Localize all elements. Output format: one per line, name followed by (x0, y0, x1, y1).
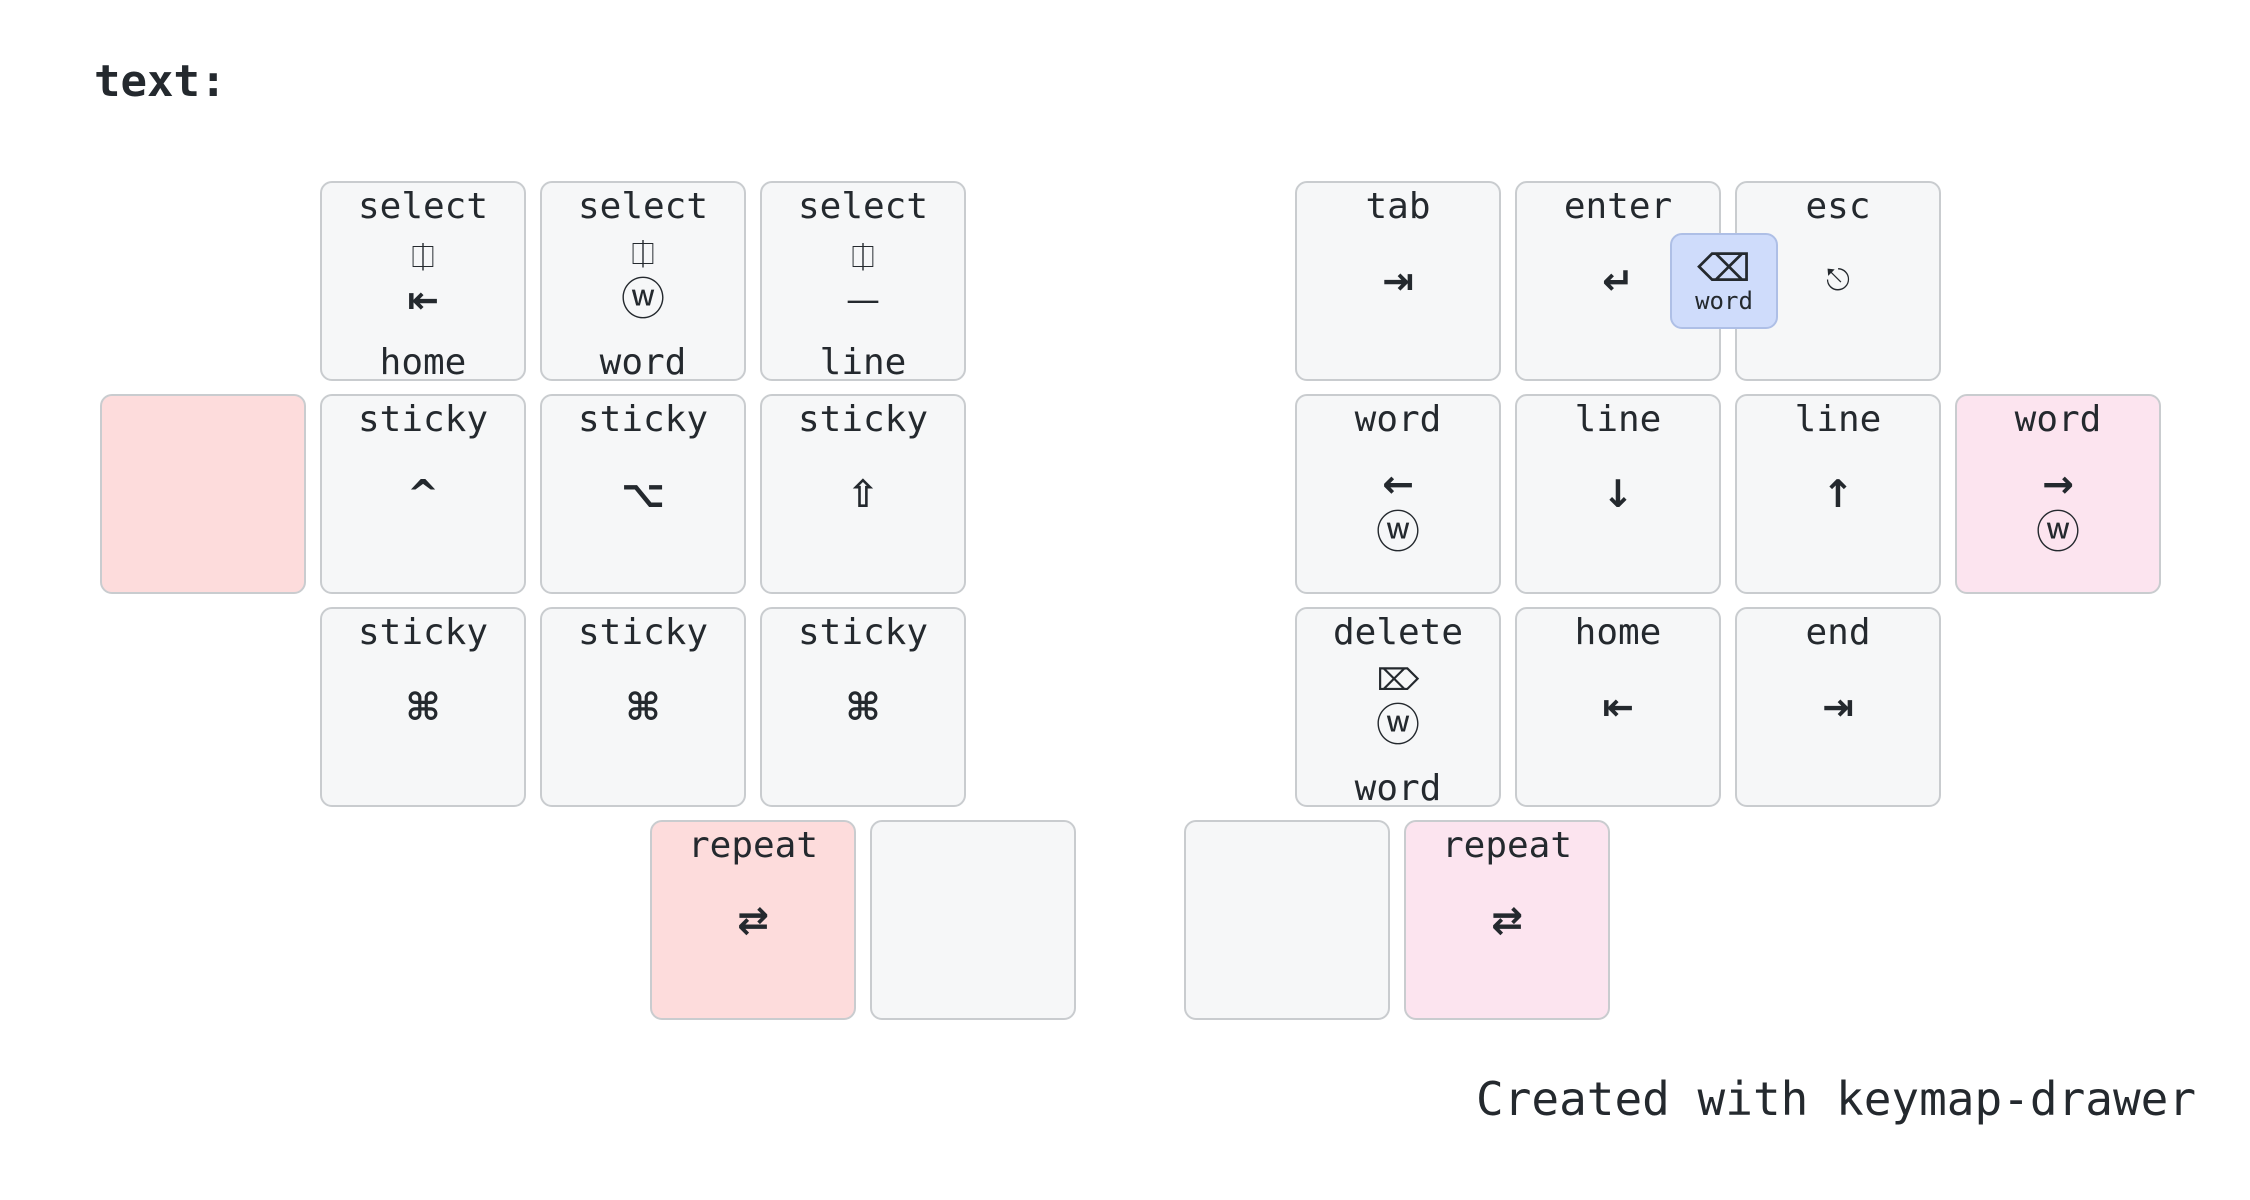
key-tap-label: esc (1805, 186, 1871, 227)
footer-credit: Created with keymap-drawer (1476, 1072, 2197, 1126)
key-tap-label: line (1794, 399, 1882, 440)
key-tap-label: sticky (357, 399, 489, 440)
key-tap-label: enter (1563, 186, 1673, 227)
key-held-layer[interactable] (100, 394, 306, 594)
repeat-icon: ⇄ (737, 898, 769, 942)
arrow-right-icon: → (2042, 461, 2074, 506)
backspace-icon: ⌫ (1697, 246, 1751, 290)
key-tap-label: sticky (797, 612, 929, 653)
key-tap-label: home (1574, 612, 1662, 653)
arrow-left-icon: ← (1382, 461, 1414, 506)
key-sticky-cmd-1[interactable]: sticky ⌘ (320, 607, 526, 807)
key-tap-label: delete (1332, 612, 1464, 653)
key-tap-label: line (1574, 399, 1662, 440)
end-icon: ⇥ (1822, 685, 1854, 729)
tab-icon: ⇥ (1382, 259, 1414, 303)
key-tap-label: repeat (687, 825, 819, 866)
word-icon: ⓦ (1376, 700, 1420, 751)
word-icon: ⓦ (621, 274, 665, 325)
key-thumb-right-blank[interactable] (1184, 820, 1390, 1020)
key-repeat-right[interactable]: repeat ⇄ (1404, 820, 1610, 1020)
key-tap-label: sticky (357, 612, 489, 653)
command-icon: ⌘ (845, 685, 881, 729)
key-hold-label: word (1354, 768, 1442, 809)
layer-title: text: (94, 56, 227, 107)
enter-icon: ↵ (1602, 259, 1634, 303)
key-select-line[interactable]: select ⎅ — line (760, 181, 966, 383)
delete-forward-icon: ⌦ (1376, 663, 1420, 698)
select-icon: ⎅ (411, 240, 435, 275)
arrow-up-icon: ↑ (1822, 472, 1854, 516)
key-tap-label: select (577, 186, 709, 227)
key-hold-label: home (379, 342, 467, 383)
combo-label: word (1695, 287, 1753, 315)
key-tap-label: sticky (577, 612, 709, 653)
key-line-up[interactable]: line ↑ (1735, 394, 1941, 594)
key-tap-label: sticky (797, 399, 929, 440)
key-sticky-shift[interactable]: sticky ⇧ (760, 394, 966, 594)
key-home[interactable]: home ⇤ (1515, 607, 1721, 807)
select-icon: ⎅ (631, 237, 655, 272)
key-tap-label: select (797, 186, 929, 227)
key-line-down[interactable]: line ↓ (1515, 394, 1721, 594)
home-arrow-icon: ⇤ (407, 278, 439, 322)
key-sticky-alt[interactable]: sticky ⌥ (540, 394, 746, 594)
line-icon: — (846, 280, 880, 320)
key-sticky-cmd-2[interactable]: sticky ⌘ (540, 607, 746, 807)
key-end[interactable]: end ⇥ (1735, 607, 1941, 807)
escape-icon: ⎋ (1826, 263, 1850, 298)
key-select-home[interactable]: select ⎅ ⇤ home (320, 181, 526, 383)
key-tap-label: word (1354, 399, 1442, 440)
control-icon: ^ (407, 472, 439, 516)
key-tap-label: word (2014, 399, 2102, 440)
command-icon: ⌘ (625, 685, 661, 729)
key-tap-label: sticky (577, 399, 709, 440)
select-icon: ⎅ (851, 240, 875, 275)
word-icon: ⓦ (2036, 506, 2080, 558)
combo-backspace-word[interactable]: ⌫ word (1670, 233, 1778, 329)
key-tap-label: tab (1365, 186, 1431, 227)
key-sticky-cmd-3[interactable]: sticky ⌘ (760, 607, 966, 807)
key-thumb-left-blank[interactable] (870, 820, 1076, 1020)
key-tap-label: repeat (1441, 825, 1573, 866)
key-word-left[interactable]: word ← ⓦ (1295, 394, 1501, 594)
command-icon: ⌘ (405, 685, 441, 729)
option-icon: ⌥ (621, 472, 665, 516)
key-tap-label: end (1805, 612, 1871, 653)
key-esc[interactable]: esc ⎋ (1735, 181, 1941, 381)
key-delete-word[interactable]: delete ⌦ ⓦ word (1295, 607, 1501, 809)
key-tap-label: select (357, 186, 489, 227)
repeat-icon: ⇄ (1491, 898, 1523, 942)
arrow-down-icon: ↓ (1602, 472, 1634, 516)
key-hold-label: word (599, 342, 687, 383)
key-select-word[interactable]: select ⎅ ⓦ word (540, 181, 746, 383)
key-hold-label: line (819, 342, 907, 383)
home-icon: ⇤ (1602, 685, 1634, 729)
shift-icon: ⇧ (847, 472, 879, 516)
key-repeat-left[interactable]: repeat ⇄ (650, 820, 856, 1020)
key-tab[interactable]: tab ⇥ (1295, 181, 1501, 381)
key-sticky-ctrl[interactable]: sticky ^ (320, 394, 526, 594)
key-word-right[interactable]: word → ⓦ (1955, 394, 2161, 594)
word-icon: ⓦ (1376, 506, 1420, 558)
